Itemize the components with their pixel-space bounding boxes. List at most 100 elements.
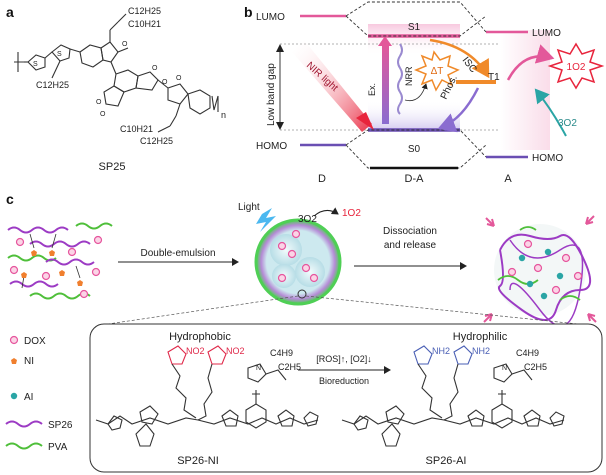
ex-label: Ex. (367, 83, 377, 96)
isc-arrow (429, 38, 490, 79)
dox-swatch (9, 335, 19, 345)
inner-droplet (295, 257, 325, 287)
chain-end-right (211, 95, 219, 112)
dissociation-label: Dissociation (383, 226, 437, 237)
ni-swatch (11, 358, 17, 364)
singlet-o2-label: 1O2 (342, 208, 361, 219)
sp26-ni-structure: NO2 NO2 N C4H9 C2H5 (95, 345, 319, 447)
thiophene-ring (51, 44, 71, 62)
homo-left-label: HOMO (256, 141, 287, 152)
heat-burst (413, 50, 460, 92)
svg-text:O: O (96, 99, 102, 106)
legend-sp26: SP26 (48, 420, 73, 431)
no2-label-b: NO2 (226, 346, 245, 356)
svg-text:S: S (33, 61, 38, 68)
legend: DOX NI AI SP26 PVA (5, 335, 73, 453)
nh2-label-b: NH2 (472, 346, 490, 356)
phos-arrow (437, 87, 480, 133)
homo-right-label: HOMO (532, 153, 563, 164)
nanoparticle (254, 218, 342, 306)
t1-label: T1 (488, 72, 500, 83)
sp26-chain (29, 240, 91, 248)
nir-beam (292, 40, 372, 132)
sub-top-1: C12H25 (128, 6, 161, 16)
sp26-chain (45, 258, 95, 266)
light-label: Light (238, 202, 260, 213)
panel-b: b Low band gap NIR light (244, 1, 605, 185)
triplet-oxygen-label: 3O2 (558, 118, 577, 129)
lactam-ring (167, 83, 189, 105)
polymer-name-sp25: SP25 (99, 161, 126, 173)
furanone-ring (135, 71, 159, 91)
excitation-arrow (382, 44, 389, 124)
ros-label: [ROS]↑, [O2]↓ (316, 354, 372, 364)
axis-da-label: D-A (405, 173, 425, 185)
s0-label: S0 (408, 144, 421, 155)
light-bolt-icon (256, 208, 276, 232)
singlet-oxygen-label: 1O2 (567, 62, 586, 73)
singlet-oxygen-burst (547, 42, 605, 90)
connector-top-1 (345, 15, 487, 37)
sp26-ai-name: SP26-AI (426, 455, 467, 467)
ai-swatch (10, 392, 18, 400)
sp26-ni-name: SP26-NI (177, 455, 219, 467)
repeat-n: n (221, 110, 226, 120)
hydrophilic-label: Hydrophilic (453, 331, 508, 343)
legend-ai: AI (24, 392, 33, 403)
pva-swatch (5, 442, 43, 450)
s1-label: S1 (408, 22, 421, 33)
c2h5-label: C2H5 (278, 362, 301, 372)
panel-a: a S S O O O (6, 4, 226, 173)
legend-pva: PVA (48, 442, 68, 453)
sub-bottom-2: C12H25 (140, 136, 173, 146)
chain-end-left (14, 52, 24, 72)
energy-transfer-arrow (506, 44, 555, 81)
c2h5-label-b: C2H5 (524, 362, 547, 372)
nh2-label-a: NH2 (432, 346, 450, 356)
triplet-o2-label: 3O2 (298, 214, 317, 225)
sp26-ai-structure: NH2 NH2 N C4H9 C2H5 (341, 345, 565, 447)
hydrophobic-label: Hydrophobic (169, 331, 231, 343)
chemistry-box (89, 323, 603, 473)
no2-label-a: NO2 (186, 346, 205, 356)
nrr-label: NRR (404, 66, 414, 86)
delta-t-label: ΔT (431, 66, 444, 77)
svg-text:O: O (162, 79, 168, 86)
axis-a-label: A (504, 173, 512, 185)
oxygen-conversion-arrow (313, 207, 339, 217)
furanone-ring (103, 85, 125, 107)
sp26-chain (9, 280, 59, 288)
sub-top-2: C10H21 (128, 19, 161, 29)
svg-text:N: N (256, 365, 261, 372)
lactam-ring (100, 41, 119, 63)
lumo-right-label: LUMO (532, 28, 561, 39)
acceptor-band (500, 30, 550, 150)
panel-label-a: a (6, 4, 14, 20)
released-cluster (483, 215, 597, 327)
svg-text:O: O (122, 41, 128, 48)
pva-chain (75, 222, 113, 230)
svg-text:O: O (100, 111, 106, 118)
release-label: and release (384, 240, 437, 251)
svg-text:O: O (152, 65, 158, 72)
panel-label-b: b (244, 4, 253, 20)
sp26-chain (7, 226, 69, 234)
lumo-left-label: LUMO (256, 12, 285, 23)
oxygen-arrow (534, 88, 567, 137)
c4h9-label: C4H9 (270, 348, 293, 358)
legend-ni: NI (24, 356, 34, 367)
sub-bottom-1: C10H21 (120, 124, 153, 134)
svg-text:N: N (502, 365, 507, 372)
double-emulsion-label: Double-emulsion (140, 248, 215, 259)
polymer-mixture (7, 222, 113, 300)
sp25-structure: S S O O O O O (14, 6, 226, 146)
sp26-swatch (5, 420, 43, 428)
isc-label: ISC (460, 55, 479, 75)
connector-bottom-1 (345, 129, 487, 158)
bioreduction-label: Bioreduction (319, 376, 369, 386)
benzene-ring (79, 44, 104, 68)
connector-top-2 (345, 1, 487, 33)
svg-text:O: O (176, 75, 182, 82)
nrr-wave (397, 43, 403, 115)
